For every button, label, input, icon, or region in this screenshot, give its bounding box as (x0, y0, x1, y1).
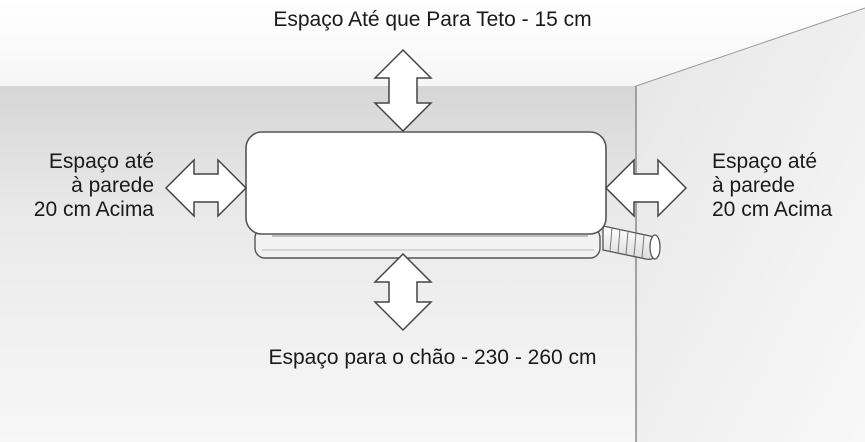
right-label-line-2: à parede (712, 174, 795, 197)
floor-clearance-label: Espaço para o chão - 230 - 260 cm (268, 346, 597, 369)
left-label-line-1: Espaço até (48, 150, 154, 173)
right-wall-clearance-arrow (604, 158, 688, 218)
ceiling-surface (0, 0, 865, 86)
ceiling-clearance-arrow (373, 48, 433, 133)
left-wall-clearance-arrow (164, 158, 248, 218)
left-label-line-3: 20 cm Acima (33, 198, 154, 221)
right-label-line-3: 20 cm Acima (712, 198, 833, 221)
right-label-line-1: Espaço até (712, 150, 818, 173)
pipe-icon (602, 225, 661, 260)
double-arrow-icon (164, 48, 688, 332)
air-conditioner-icon (245, 131, 607, 259)
floor-clearance-arrow (373, 252, 433, 332)
ceiling-edge-line (635, 7, 865, 87)
right-wall-clearance-label: Espaço até à parede 20 cm Acima (712, 150, 832, 222)
left-wall-clearance-label: Espaço até à parede 20 cm Acima (34, 150, 154, 222)
left-label-line-2: à parede (71, 174, 154, 197)
side-wall (636, 8, 865, 442)
ceiling-clearance-label: Espaço Até que Para Teto - 15 cm (273, 8, 592, 31)
